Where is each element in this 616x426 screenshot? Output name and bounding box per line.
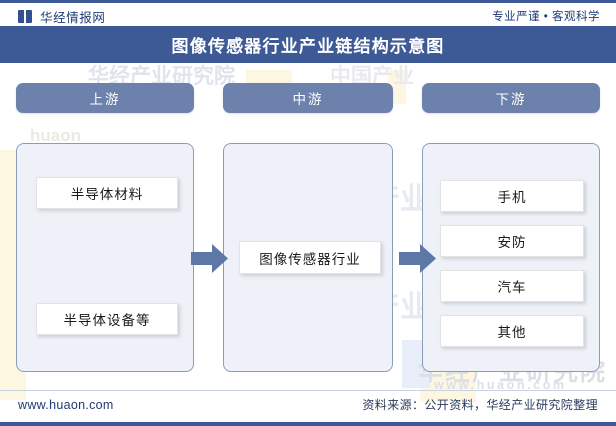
arrow-right-icon-upstream-to-midstream — [191, 244, 228, 273]
node-downstream-4-label: 其他 — [497, 325, 527, 340]
chart-title-bar: 图像传感器行业产业链结构示意图 — [0, 26, 616, 63]
brand: 华经情报网 — [18, 7, 106, 26]
node-upstream-2: 半导体设备等 — [36, 303, 178, 335]
node-downstream-4: 其他 — [440, 315, 584, 347]
node-upstream-1-label: 半导体材料 — [70, 187, 144, 202]
node-midstream-1-label: 图像传感器行业 — [259, 251, 361, 267]
node-upstream-1: 半导体材料 — [36, 177, 178, 209]
footer-source-note: 资料来源：公开资料，华经产业研究院整理 — [362, 398, 598, 412]
footer-site-url: www.huaon.com — [18, 397, 114, 412]
column-header-downstream: 下游 — [422, 83, 600, 113]
page-title: 图像传感器行业产业链结构示意图 — [171, 37, 445, 56]
footer-bar: www.huaon.com 资料来源：公开资料，华经产业研究院整理 — [0, 390, 616, 426]
node-midstream-1: 图像传感器行业 — [239, 241, 381, 274]
node-downstream-1-label: 手机 — [497, 190, 527, 205]
arrow-right-icon-midstream-to-downstream — [399, 244, 436, 273]
brand-tagline: 专业严谨 • 客观科学 — [492, 11, 600, 23]
node-upstream-2-label: 半导体设备等 — [63, 313, 151, 328]
column-header-midstream: 中游 — [223, 83, 393, 113]
brand-bar: 华经情报网 专业严谨 • 客观科学 — [0, 0, 616, 26]
column-header-upstream: 上游 — [16, 83, 194, 113]
node-downstream-2-label: 安防 — [497, 235, 527, 250]
column-header-downstream-label: 下游 — [495, 92, 527, 107]
node-downstream-1: 手机 — [440, 180, 584, 212]
brand-name: 华经情报网 — [40, 10, 106, 25]
node-downstream-3: 汽车 — [440, 270, 584, 302]
book-logo-icon — [18, 9, 33, 23]
node-downstream-3-label: 汽车 — [497, 280, 527, 295]
column-header-upstream-label: 上游 — [89, 92, 121, 107]
column-header-midstream-label: 中游 — [292, 92, 324, 107]
diagram-stage: 上游 中游 下游 半导体材料 半导体设备等 图像传感器行业 手机 安防 — [0, 63, 616, 390]
node-downstream-2: 安防 — [440, 225, 584, 257]
